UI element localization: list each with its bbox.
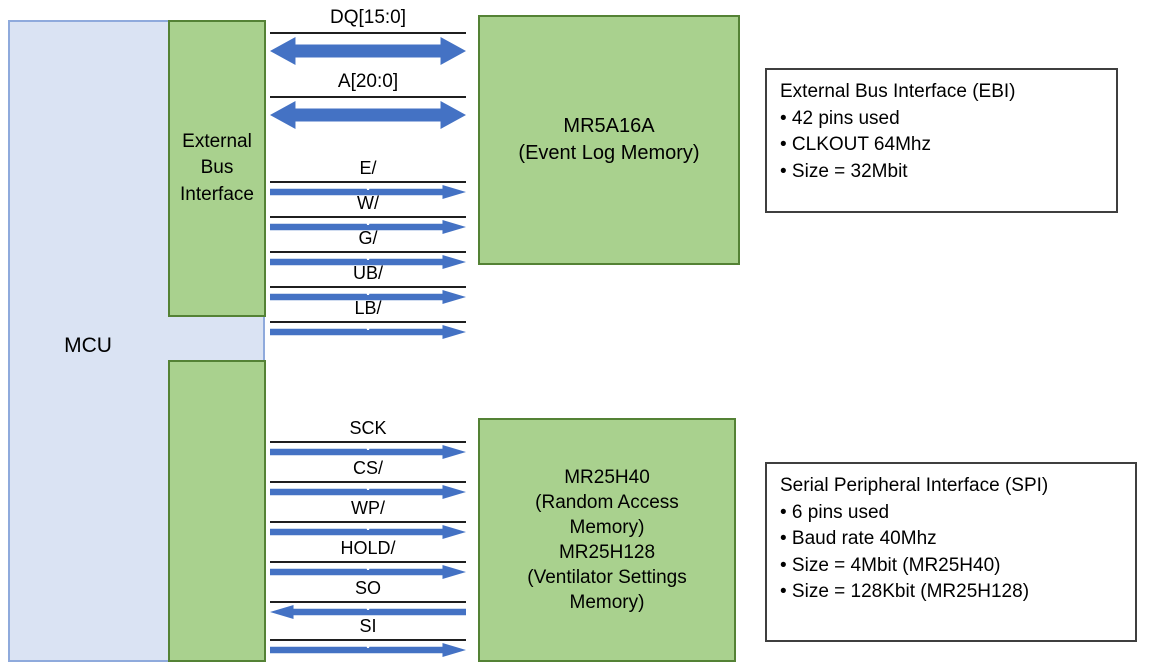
ebi-note-box: External Bus Interface (EBI) • 42 pins u… — [765, 68, 1118, 213]
bidirectional-arrow-icon — [270, 37, 466, 65]
signal-row-w: W/ v — [270, 193, 466, 234]
ebi-note-bullet: • 42 pins used — [780, 107, 900, 129]
signal-label-sck: SCK — [270, 418, 466, 443]
spi-memory-label: MR25H40 (Random Access Memory) MR25H128 … — [527, 466, 687, 614]
chevron-down-icon: v — [364, 181, 372, 193]
external-bus-interface-block: External Bus Interface — [168, 20, 266, 317]
signal-row-a: A[20:0] — [270, 70, 466, 129]
signal-label-hold: HOLD/ — [270, 538, 466, 563]
chevron-down-icon: v — [364, 251, 372, 263]
chevron-down-icon: v — [364, 286, 372, 298]
spi-note-box: Serial Peripheral Interface (SPI) • 6 pi… — [765, 462, 1137, 642]
signal-row-si: SI v — [270, 616, 466, 657]
chevron-down-icon: v — [364, 561, 372, 573]
signal-label-g: G/ — [270, 228, 466, 253]
chevron-down-icon: v — [364, 216, 372, 228]
signal-label-a: A[20:0] — [270, 70, 466, 98]
ebi-note-bullet: • Size = 32Mbit — [780, 160, 908, 182]
chevron-down-icon: v — [364, 639, 372, 651]
chevron-down-icon: v — [364, 481, 372, 493]
signal-label-ub: UB/ — [270, 263, 466, 288]
signal-label-dq: DQ[15:0] — [270, 6, 466, 34]
signal-row-lb: LB/ v — [270, 298, 466, 339]
spi-note-bullet: • Size = 4Mbit (MR25H40) — [780, 554, 1001, 576]
signal-row-e: E/ v — [270, 158, 466, 199]
signal-label-wp: WP/ — [270, 498, 466, 523]
chevron-down-icon: v — [364, 321, 372, 333]
ebi-note-title: External Bus Interface (EBI) — [780, 81, 1016, 102]
signal-label-w: W/ — [270, 193, 466, 218]
ebi-note-bullet: • CLKOUT 64Mhz — [780, 134, 931, 156]
spi-note-title: Serial Peripheral Interface (SPI) — [780, 475, 1049, 496]
signal-label-e: E/ — [270, 158, 466, 183]
signal-row-sck: SCK v — [270, 418, 466, 459]
chevron-down-icon: v — [364, 601, 372, 613]
signal-row-hold: HOLD/ v — [270, 538, 466, 579]
chevron-down-icon: v — [364, 521, 372, 533]
mcu-label: MCU — [64, 334, 112, 357]
spi-note-bullet: • Size = 128Kbit (MR25H128) — [780, 581, 1030, 603]
signal-row-g: G/ v — [270, 228, 466, 269]
event-log-memory-label: MR5A16A (Event Log Memory) — [518, 115, 700, 164]
signal-row-so: SO v — [270, 578, 466, 619]
signal-row-ub: UB/ v — [270, 263, 466, 304]
spi-memory-block: MR25H40 (Random Access Memory) MR25H128 … — [478, 418, 736, 662]
chevron-down-icon: v — [364, 441, 372, 453]
signal-label-cs: CS/ — [270, 458, 466, 483]
signal-label-lb: LB/ — [270, 298, 466, 323]
external-bus-interface-label: External Bus Interface — [180, 130, 254, 205]
spi-note-bullet: • 6 pins used — [780, 501, 890, 523]
event-log-memory-block: MR5A16A (Event Log Memory) — [478, 15, 740, 265]
bidirectional-arrow-icon — [270, 101, 466, 129]
signal-row-cs: CS/ v — [270, 458, 466, 499]
signal-row-wp: WP/ v — [270, 498, 466, 539]
signal-label-si: SI — [270, 616, 466, 641]
signal-label-so: SO — [270, 578, 466, 603]
spi-interface-block — [168, 360, 266, 662]
signal-row-dq: DQ[15:0] — [270, 6, 466, 65]
spi-note-bullet: • Baud rate 40Mhz — [780, 528, 937, 550]
